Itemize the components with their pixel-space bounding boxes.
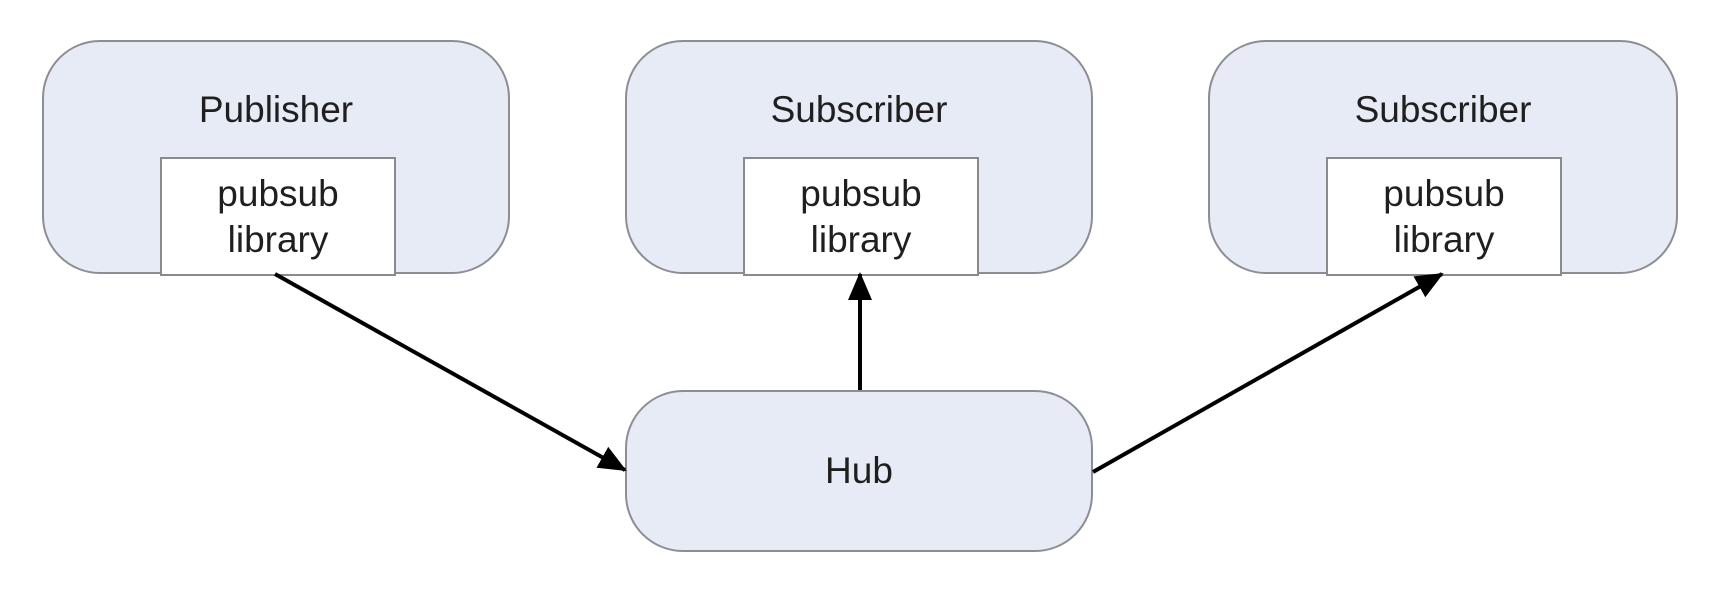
arrow-publisher-to-hub — [274, 272, 627, 472]
subscriber-1-node: Subscriber pubsub library — [625, 40, 1093, 276]
arrow-hub-to-subscriber-2 — [1092, 272, 1444, 474]
hub-node: Hub — [625, 390, 1093, 552]
subscriber-2-library-box: pubsub library — [1326, 157, 1562, 276]
subscriber-2-node: Subscriber pubsub library — [1208, 40, 1678, 276]
subscriber-2-title: Subscriber — [1354, 89, 1532, 130]
subscriber-1-library-line2: library — [810, 218, 912, 260]
subscriber-1-library-line1: pubsub — [800, 172, 922, 214]
publisher-library-line2: library — [227, 218, 329, 260]
subscriber-1-title: Subscriber — [770, 89, 948, 130]
hub-title: Hub — [825, 450, 893, 491]
publisher-library-line1: pubsub — [217, 172, 339, 214]
subscriber-2-library-line1: pubsub — [1383, 172, 1505, 214]
subscriber-2-library-line2: library — [1393, 218, 1495, 260]
publisher-title: Publisher — [198, 89, 354, 130]
